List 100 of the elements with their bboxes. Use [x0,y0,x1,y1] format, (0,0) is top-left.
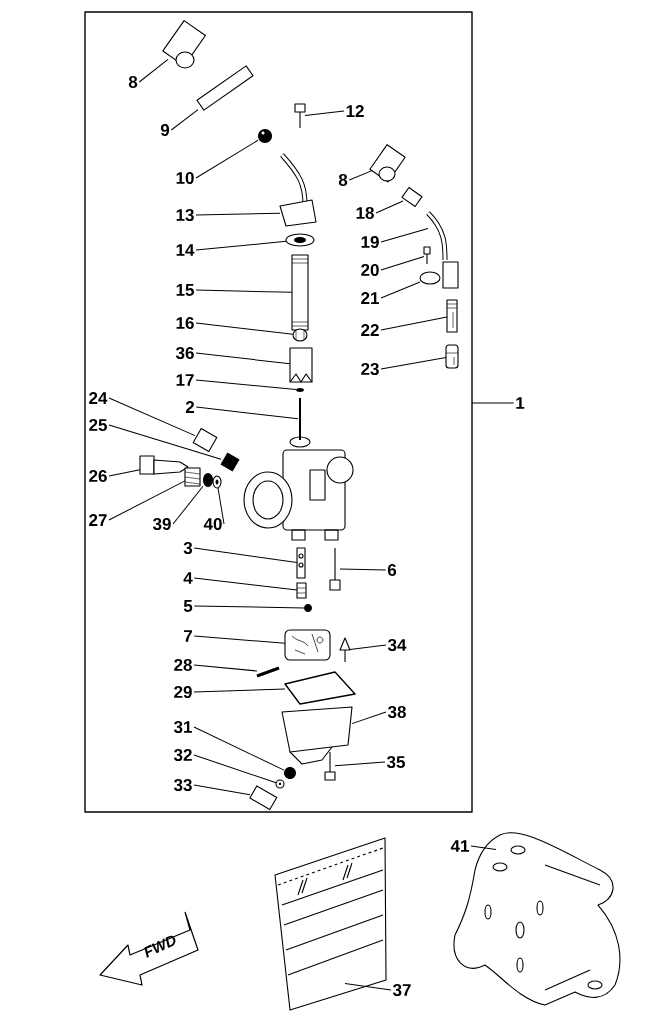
callout-number: 22 [361,324,379,336]
part-drawing [423,246,431,265]
callout-number: 39 [152,517,171,531]
part-drawing [329,547,341,591]
callout-number: 36 [175,346,194,360]
callout-number: 21 [361,292,379,304]
callout-number: 24 [89,392,108,404]
part-drawing [296,547,306,579]
part-drawing [426,211,448,260]
leader-line [193,784,251,796]
callout-number: 8 [128,76,138,89]
leader-line [195,322,294,335]
part-drawing [281,706,353,765]
part-drawing [285,233,315,247]
callout-number: 34 [387,639,407,652]
leader-line [193,605,305,609]
callout-number: 33 [173,779,192,792]
part-drawing [284,767,296,779]
leader-line [195,289,293,293]
part-drawing [192,428,218,452]
part-drawing [324,751,336,781]
leader-line [195,139,259,179]
part-drawing [203,473,213,487]
callout-number: 17 [176,374,194,386]
part-drawing [220,452,240,472]
leader-line [351,711,387,725]
callout-number: 23 [361,362,379,376]
callout-number: 3 [183,542,193,555]
part-drawing [279,153,317,227]
leader-line [108,469,141,477]
leader-line [193,688,286,693]
part-drawing [289,347,313,383]
callout-number: 4 [183,572,193,584]
leader-line [348,170,373,181]
part-drawing [445,344,459,369]
leader-line [195,212,281,216]
forward-arrow: FWD [99,911,199,986]
callout-number: 5 [183,600,193,612]
part-drawing [419,261,459,289]
part-drawing [296,582,307,599]
part-drawing [294,103,306,129]
leader-line [195,352,291,365]
callout-number: 8 [338,174,348,187]
leader-line [375,200,404,214]
leader-line [193,547,298,563]
part-drawing [274,837,387,1011]
leader-line [304,110,345,116]
part-drawing [446,299,458,333]
leader-line [195,240,287,251]
leader-line [380,281,421,299]
part-drawing [284,629,331,661]
leader-line [471,402,515,404]
leader-line [138,58,169,83]
part-drawing [401,186,423,208]
leader-line [193,664,258,672]
part-drawing [196,65,254,111]
callout-number: 37 [392,984,411,997]
callout-number: 25 [89,419,107,432]
callout-number: 28 [174,659,192,672]
callout-number: 27 [89,514,107,526]
callout-number: 14 [176,244,195,256]
part-drawing [184,467,201,487]
part-drawing [304,604,312,612]
part-drawing [284,671,356,705]
leader-line [195,406,299,420]
part-drawing [256,666,280,678]
callout-number: 18 [356,207,374,220]
leader-line [193,577,298,591]
callout-number: 6 [387,564,397,577]
leader-line [344,982,392,991]
part-drawing [275,779,285,789]
leader-line [193,754,277,784]
callout-number: 29 [174,686,192,699]
part-drawing [162,20,206,69]
leader-line [108,397,196,437]
callout-number: 9 [160,124,170,137]
leader-line [193,726,285,771]
leader-line [170,109,199,131]
callout-number: 35 [386,756,405,769]
part-drawing [212,475,222,489]
callout-number: 20 [361,264,379,277]
leader-line [470,845,497,850]
callout-number: 10 [176,172,194,185]
leader-line [217,487,225,525]
leader-line [380,255,425,271]
callout-number: 2 [185,401,195,413]
callout-number: 38 [387,706,406,719]
callout-number: 26 [89,470,107,483]
callout-number: 32 [173,749,192,762]
part-drawing [139,455,189,475]
leader-line [193,635,286,644]
callout-number: 7 [184,630,192,642]
callout-number: 19 [361,236,379,249]
leader-line [172,485,204,525]
part-drawing [292,328,308,342]
part-drawing [296,388,304,392]
leader-line [380,316,448,331]
callout-number: 40 [203,518,222,531]
leader-line [334,761,386,767]
leader-line [339,568,387,571]
